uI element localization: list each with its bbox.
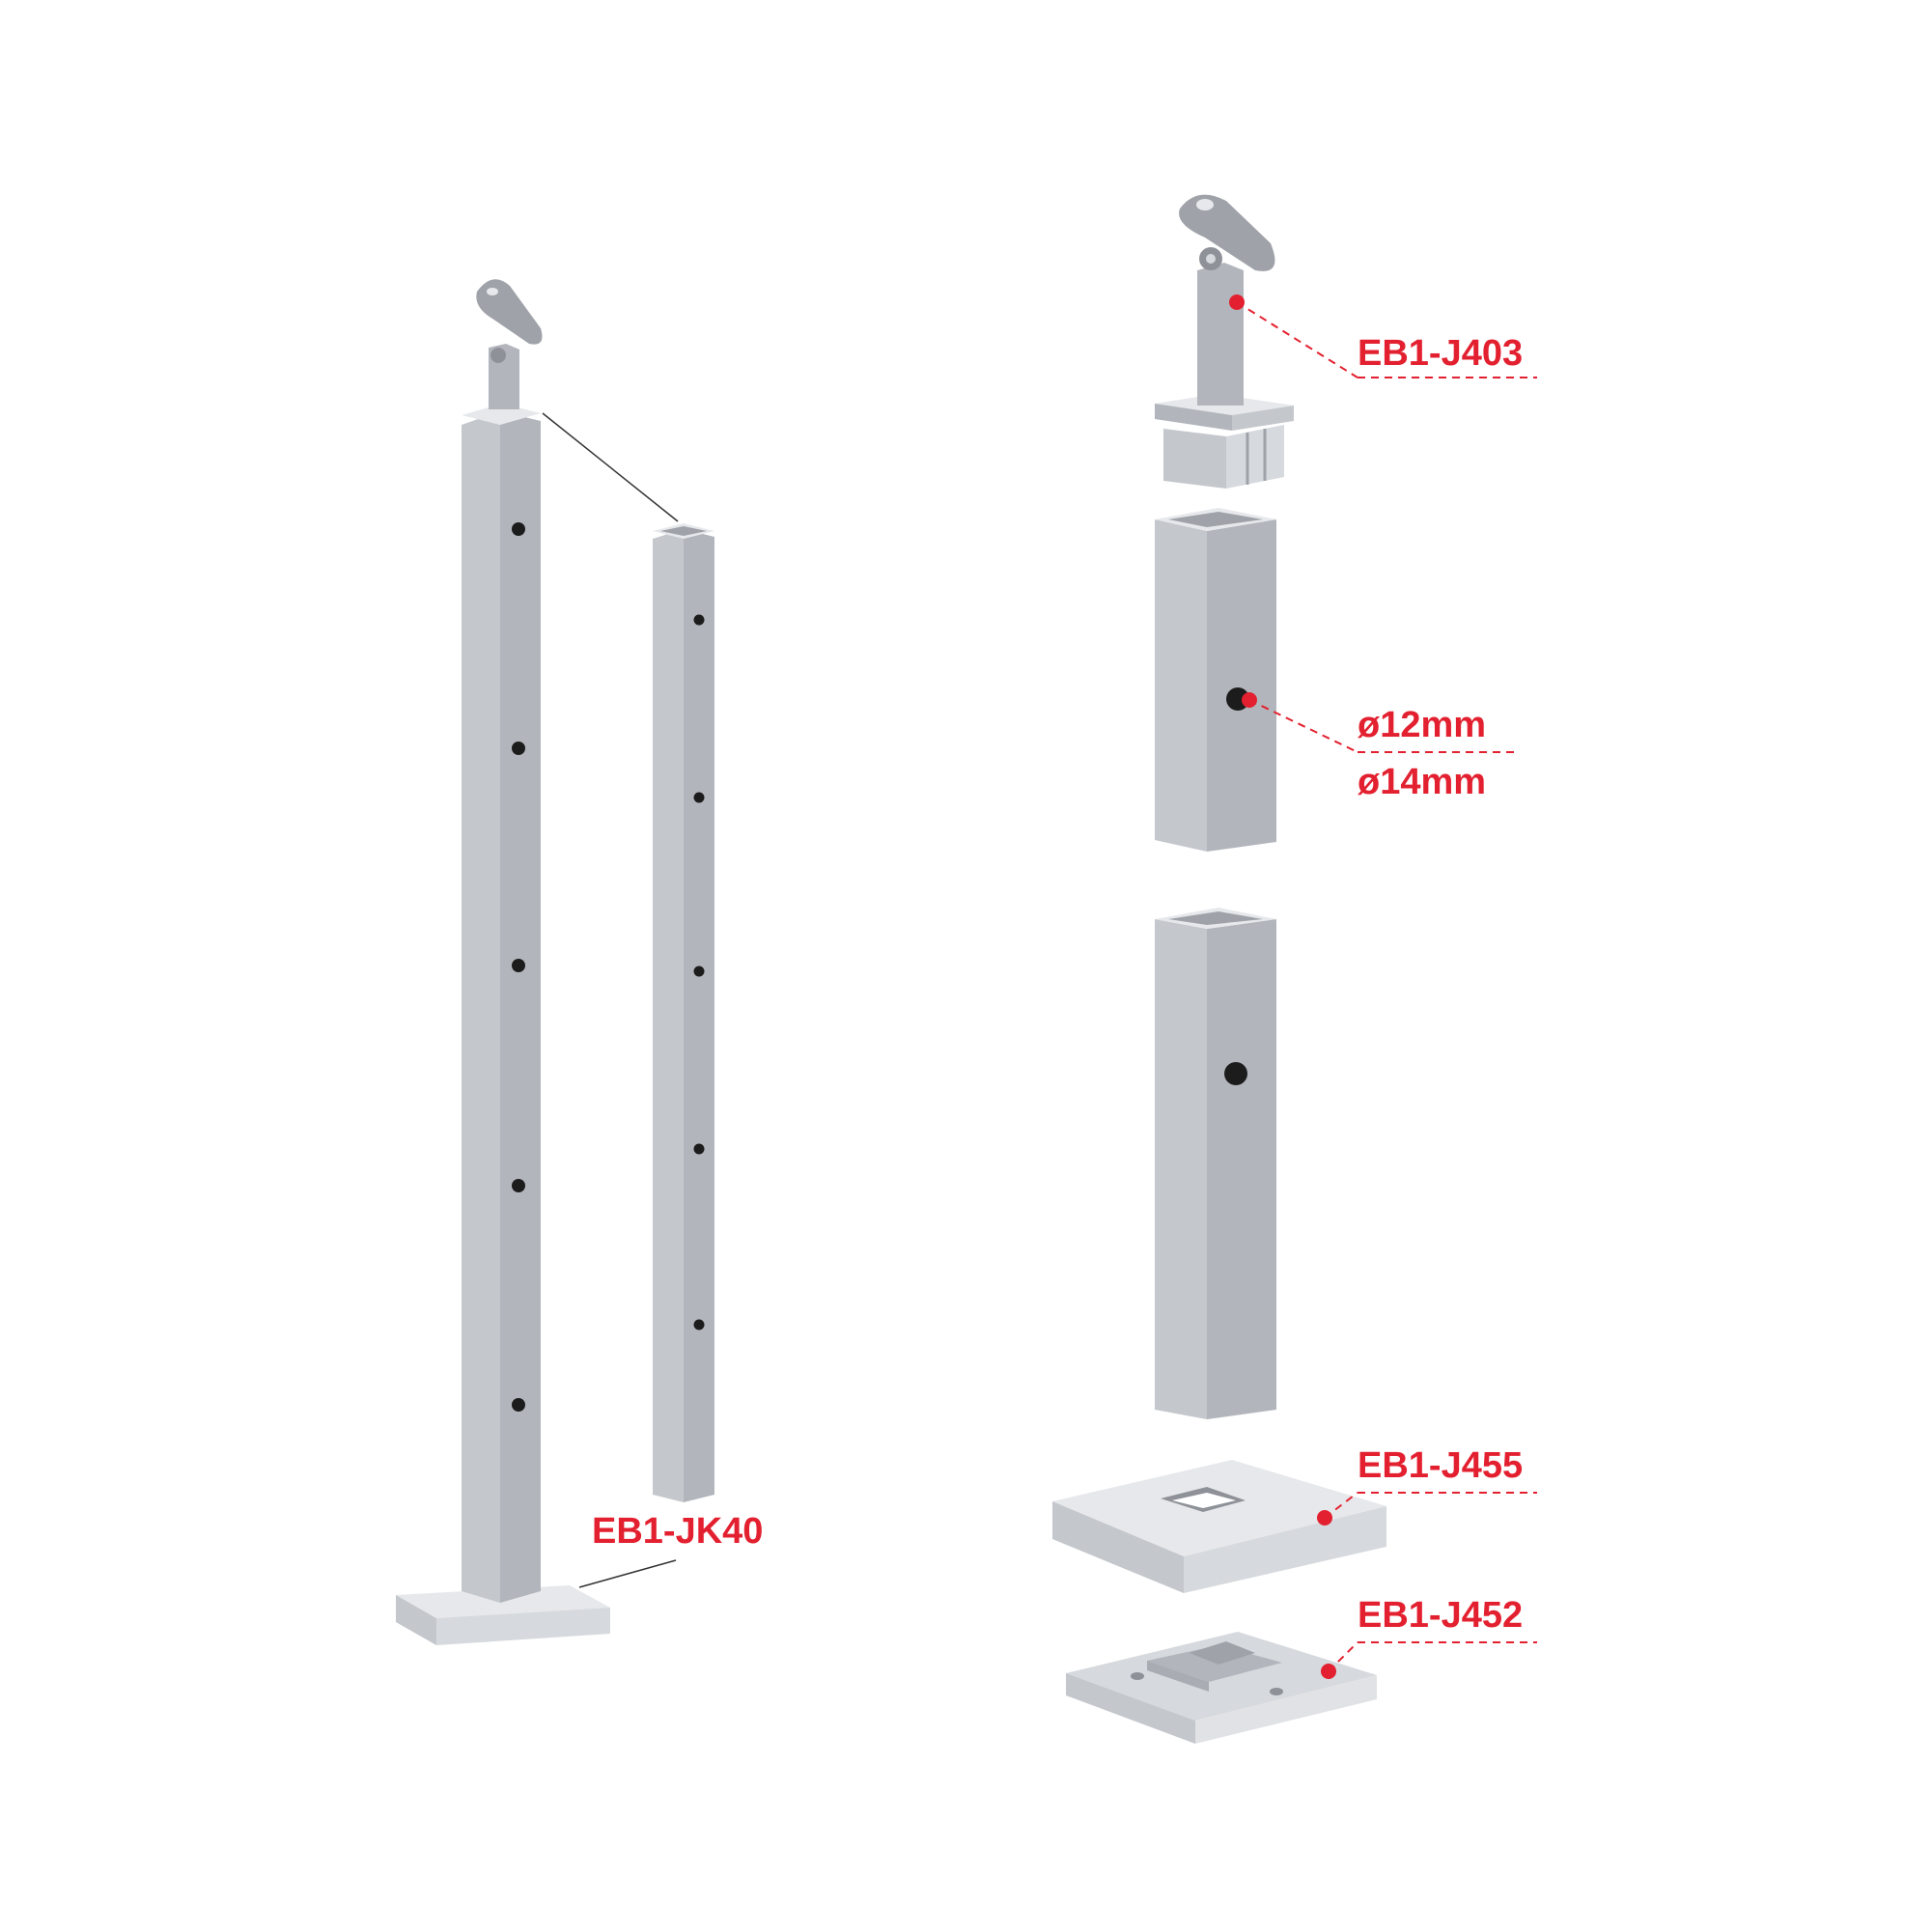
holder-saddle xyxy=(1179,194,1275,271)
assembled-hole xyxy=(512,1179,525,1192)
base-plate-side xyxy=(1195,1675,1377,1744)
upper-tube-side xyxy=(1207,519,1276,852)
callout-hole-diameter: ø12mm ø14mm xyxy=(1242,692,1514,802)
cover-plate-label: EB1-J455 xyxy=(1358,1445,1523,1486)
lower-tube-front xyxy=(1155,919,1207,1419)
assembly-leader-top xyxy=(542,412,679,522)
assembled-tube-top xyxy=(462,404,541,425)
holder-flange-side xyxy=(1232,406,1294,431)
assembled-holder-screw xyxy=(487,288,498,295)
holder-sleeve-side xyxy=(1226,425,1284,489)
callout-leader xyxy=(1324,1492,1358,1519)
base-plate-boss xyxy=(1190,1641,1255,1665)
assembled-holder-saddle xyxy=(476,279,543,345)
base-plate-label: EB1-J452 xyxy=(1358,1595,1523,1636)
base-plate-bolt-hole xyxy=(1270,1688,1283,1695)
callout-leader xyxy=(1328,1641,1358,1672)
holder-screw xyxy=(1196,199,1214,210)
assembled-hole xyxy=(512,522,525,536)
holder-stem xyxy=(1197,263,1244,406)
handrail-holder-label: EB1-J403 xyxy=(1358,333,1523,374)
upper-tube-opening xyxy=(1168,512,1263,527)
cover-plate xyxy=(1052,1460,1386,1593)
cover-plate-front xyxy=(1052,1501,1184,1593)
assembled-base-plate-front xyxy=(396,1595,436,1645)
assembly-leader-bottom xyxy=(578,1559,677,1588)
upper-tube-front xyxy=(1155,519,1207,852)
assembled-holder-pivot xyxy=(490,348,506,363)
assembled-tube-front xyxy=(462,411,500,1603)
assembled-hole xyxy=(512,742,525,755)
lower-tube-section xyxy=(1155,908,1276,1419)
post-assembly-label: EB1-JK40 xyxy=(592,1511,763,1552)
infill-hole xyxy=(693,966,705,977)
lower-tube-hole xyxy=(1224,1062,1247,1085)
callout-cover-plate: EB1-J455 xyxy=(1317,1445,1537,1526)
assembled-tube-side xyxy=(500,411,541,1603)
base-plate-front xyxy=(1066,1673,1195,1744)
lower-tube-opening xyxy=(1168,911,1263,925)
callout-base-plate: EB1-J452 xyxy=(1321,1595,1537,1679)
handrail-holder xyxy=(1155,194,1294,489)
cover-plate-opening-inner xyxy=(1172,1493,1236,1508)
base-plate xyxy=(1066,1632,1377,1744)
lower-tube-side xyxy=(1207,919,1276,1419)
infill-hole xyxy=(693,792,705,803)
cover-plate-top xyxy=(1052,1460,1386,1556)
cover-plate-side xyxy=(1184,1506,1386,1593)
assembled-base-plate-side xyxy=(436,1608,610,1645)
infill-hole xyxy=(693,614,705,626)
assembled-hole xyxy=(512,1398,525,1412)
holder-pivot-center xyxy=(1206,254,1216,264)
infill-tube xyxy=(653,523,714,1502)
callout-leader xyxy=(1248,699,1358,753)
infill-tube-opening xyxy=(660,526,707,536)
holder-sleeve-front xyxy=(1163,429,1226,489)
callout-handrail-holder: EB1-J403 xyxy=(1229,294,1537,378)
callout-leader xyxy=(1236,301,1358,378)
assembled-hole xyxy=(512,959,525,972)
base-plate-rib-front xyxy=(1147,1661,1209,1692)
infill-tube-side xyxy=(684,529,714,1502)
infill-tube-front xyxy=(653,529,684,1502)
holder-flange-front xyxy=(1155,404,1232,431)
assembled-post xyxy=(396,279,610,1645)
hole-diameter-label-2: ø14mm xyxy=(1358,762,1486,802)
hole-diameter-label-1: ø12mm xyxy=(1358,705,1486,745)
infill-hole xyxy=(693,1143,705,1155)
upper-tube-section xyxy=(1155,508,1276,852)
base-plate-bolt-hole xyxy=(1131,1672,1144,1680)
infill-hole xyxy=(693,1319,705,1330)
